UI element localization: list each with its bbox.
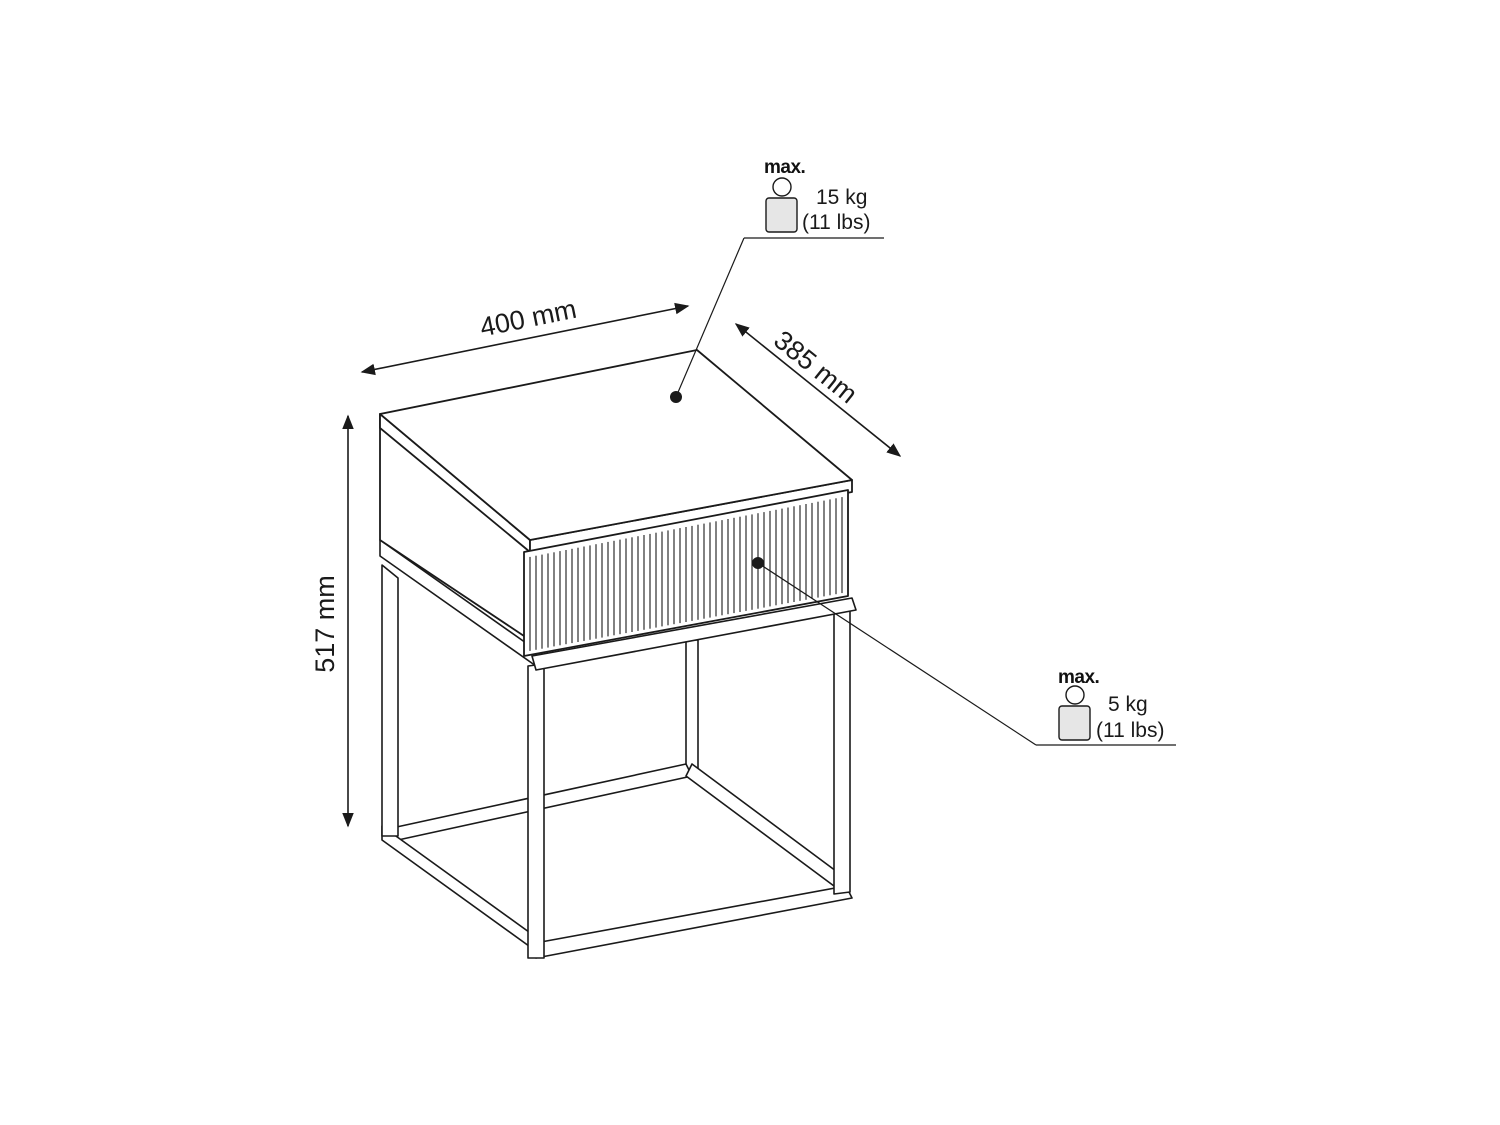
drawer-front xyxy=(523,489,849,657)
weight-icon xyxy=(1058,685,1091,741)
height-label: 517 mm xyxy=(310,575,340,673)
drawer-load-weight-lbs: (11 lbs) xyxy=(1096,719,1164,742)
top-load-max-label: max. xyxy=(764,157,805,178)
drawer-load-callout xyxy=(752,557,1176,746)
dimension-lines xyxy=(342,302,902,828)
top-load-point xyxy=(670,391,682,403)
top-load-weight-kg: 15 kg xyxy=(816,186,867,209)
cabinet-body xyxy=(379,349,853,641)
metal-frame xyxy=(379,539,857,959)
drawer-load-max-label: max. xyxy=(1058,667,1099,688)
drawer-flutes xyxy=(529,497,843,651)
top-load-callout xyxy=(670,177,884,403)
weight-icon xyxy=(765,177,798,233)
width-label: 400 mm xyxy=(477,294,579,343)
drawer-load-weight-kg: 5 kg xyxy=(1108,693,1148,716)
drawer-load-point xyxy=(752,557,764,569)
top-load-weight-lbs: (11 lbs) xyxy=(802,211,870,234)
width-dimension-line xyxy=(360,302,690,376)
depth-label: 385 mm xyxy=(768,325,863,410)
depth-dimension-line xyxy=(734,323,902,457)
